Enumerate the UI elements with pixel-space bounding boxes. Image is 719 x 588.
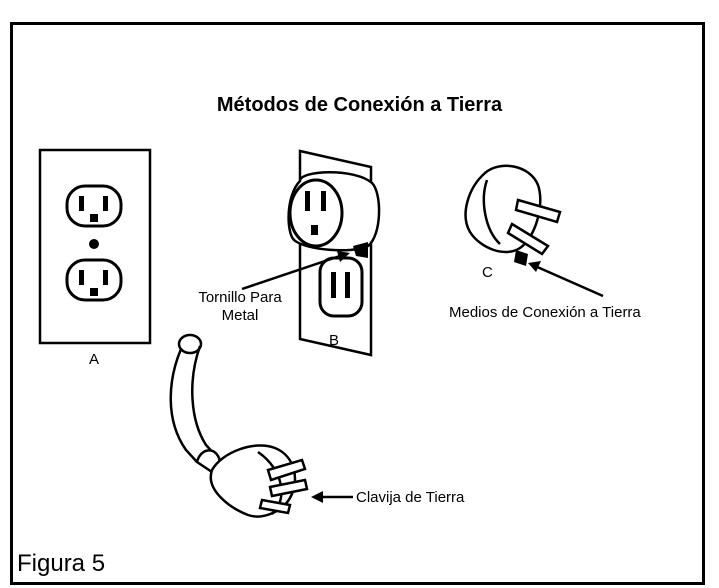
label-a: A xyxy=(89,351,100,368)
label-c: C xyxy=(482,264,493,281)
screw-label-line1: Tornillo Para xyxy=(198,289,282,306)
figure-caption: Figura 5 xyxy=(17,550,106,577)
screw-arrow-line xyxy=(241,253,344,291)
adapter-plug-b xyxy=(287,171,381,258)
cord-plug xyxy=(169,333,309,518)
figure-frame xyxy=(10,22,705,585)
grounding-means-label: Medios de Conexión a Tierra xyxy=(449,304,641,321)
screw-arrowhead xyxy=(337,251,350,262)
grounding-means-arrowhead xyxy=(528,261,541,272)
grounding-means-arrow-line xyxy=(534,264,604,298)
label-b: B xyxy=(329,332,340,349)
screw-label-line2: Metal xyxy=(221,307,259,324)
diagram-title: Métodos de Conexión a Tierra xyxy=(216,94,503,116)
three-prong-plug-c xyxy=(464,164,562,266)
ground-pin-arrowhead xyxy=(311,491,323,503)
ground-pin-label: Clavija de Tierra xyxy=(356,489,465,506)
leader-arrows xyxy=(241,251,604,503)
duplex-outlet-a xyxy=(38,148,152,345)
